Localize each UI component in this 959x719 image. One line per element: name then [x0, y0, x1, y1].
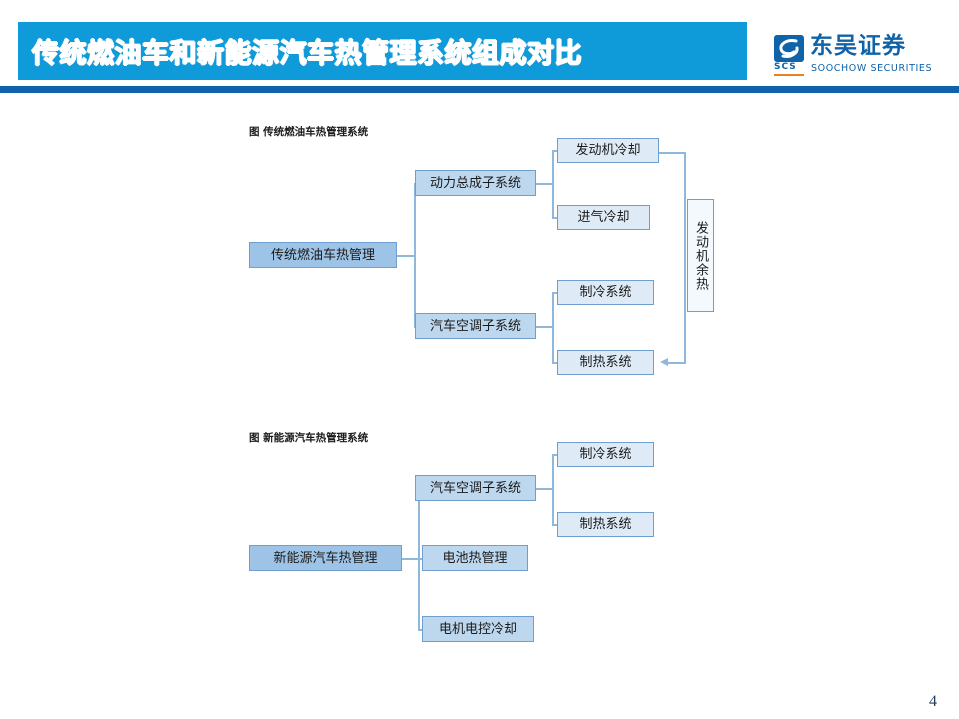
- arrow-head-to-heating-system: [660, 358, 668, 366]
- node-intake-cooling[interactable]: 进气冷却: [557, 205, 650, 230]
- diagram-ice-caption: 图 传统燃油车热管理系统: [249, 126, 369, 138]
- page-number: 4: [929, 693, 937, 710]
- soochow-securities-logo: SCS 东吴证券 SOOCHOW SECURITIES: [774, 33, 934, 79]
- connector-hvac-stub: [536, 326, 553, 328]
- node-nev-heating-system[interactable]: 制热系统: [557, 512, 654, 537]
- connector-to-intake-cooling: [552, 217, 560, 219]
- title-banner: 传统燃油车和新能源汽车热管理系统组成对比: [18, 22, 747, 80]
- connector-to-cooling-system: [552, 292, 560, 294]
- logo-abbreviation: SCS: [774, 62, 797, 72]
- connector-root-stub: [397, 255, 415, 257]
- connector-root-spine: [414, 183, 416, 328]
- logo-name-cn: 东吴证券: [810, 33, 906, 59]
- connector-to-engine-cooling: [552, 150, 560, 152]
- node-engine-waste-heat[interactable]: 发动机余热: [687, 199, 714, 312]
- slide-header: 传统燃油车和新能源汽车热管理系统组成对比 SCS 东吴证券 SOOCHOW SE…: [0, 0, 959, 96]
- logo-accent-underline: [774, 74, 804, 76]
- node-powertrain-subsystem[interactable]: 动力总成子系统: [415, 170, 536, 196]
- connector-nev-hvac-stub: [536, 488, 553, 490]
- connector-wasteheat-riser: [684, 152, 686, 363]
- connector-to-nev-cooling-system: [552, 454, 560, 456]
- node-battery-thermal-management[interactable]: 电池热管理: [422, 545, 528, 571]
- node-nev-cooling-system[interactable]: 制冷系统: [557, 442, 654, 467]
- node-heating-system[interactable]: 制热系统: [557, 350, 654, 375]
- diagram-nev-caption: 图 新能源汽车热管理系统: [249, 432, 369, 444]
- logo-name-en: SOOCHOW SECURITIES: [811, 63, 933, 74]
- connector-to-nev-heating-system: [552, 524, 560, 526]
- node-engine-cooling[interactable]: 发动机冷却: [557, 138, 659, 163]
- page-title: 传统燃油车和新能源汽车热管理系统组成对比: [32, 38, 582, 70]
- diagram-ice-thermal-management: 图 传统燃油车热管理系统 传统燃油车热管理 动力总成子系统 汽车空调子系统 发动…: [249, 126, 714, 375]
- connector-to-heating-system: [552, 362, 560, 364]
- soochow-swirl-icon: [774, 35, 804, 62]
- node-nev-root[interactable]: 新能源汽车热管理: [249, 545, 402, 571]
- node-ice-root[interactable]: 传统燃油车热管理: [249, 242, 397, 268]
- connector-powertrain-spine: [552, 150, 554, 218]
- node-hvac-subsystem[interactable]: 汽车空调子系统: [415, 313, 536, 339]
- node-cooling-system[interactable]: 制冷系统: [557, 280, 654, 305]
- node-nev-hvac-subsystem[interactable]: 汽车空调子系统: [415, 475, 536, 501]
- connector-wasteheat-return: [668, 362, 686, 364]
- connector-nev-hvac-spine: [552, 454, 554, 525]
- header-divider: [0, 86, 959, 93]
- connector-hvac-spine: [552, 292, 554, 363]
- connector-wasteheat-top: [659, 152, 685, 154]
- connector-nev-root-stub: [402, 558, 419, 560]
- connector-powertrain-stub: [536, 183, 553, 185]
- node-motor-controller-cooling[interactable]: 电机电控冷却: [422, 616, 534, 642]
